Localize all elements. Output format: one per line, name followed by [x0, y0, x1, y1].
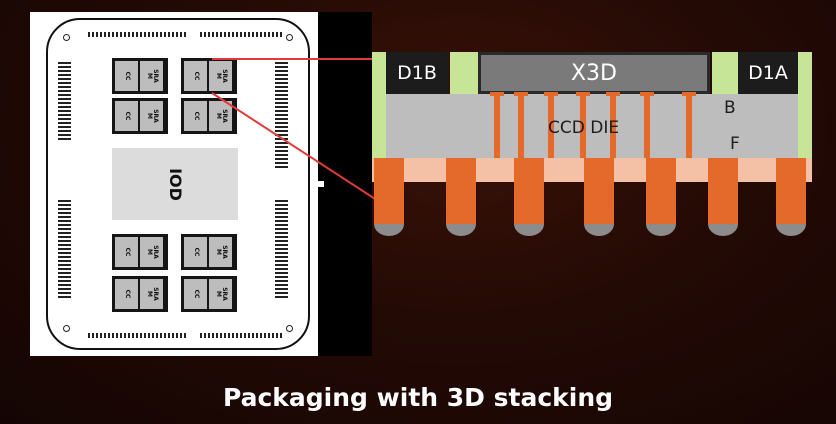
tsv-pillar: [686, 94, 692, 158]
solder-ball: [776, 224, 806, 236]
sram-label: SRA M: [214, 287, 228, 301]
cc-label: CC: [192, 111, 200, 121]
core-block: CC: [184, 279, 207, 309]
spacer-d1b: [450, 52, 478, 94]
tsv-pillar: [580, 94, 586, 158]
die-d1b: D1B: [386, 52, 448, 94]
iod-die: IOD: [112, 148, 238, 220]
bump-pillar: [776, 158, 806, 224]
ccd-chiplet: CC SRA M: [112, 234, 168, 270]
package-outline: [46, 18, 310, 350]
cross-section: D1B X3D D1A CCD DIE B F: [372, 48, 812, 268]
bump-pillar: [446, 158, 476, 224]
x3d-label: X3D: [570, 60, 617, 86]
sram-block: SRA M: [140, 237, 163, 267]
sram-block: SRA M: [140, 61, 163, 91]
cc-label: CC: [192, 247, 200, 257]
cc-label: CC: [123, 247, 131, 257]
sram-label: SRA M: [145, 287, 159, 301]
ccd-die-layer: [386, 94, 798, 158]
corner-hole: [63, 325, 70, 332]
solder-ball: [514, 224, 544, 236]
cc-label: CC: [123, 111, 131, 121]
cc-label: CC: [192, 289, 200, 299]
cc-label: CC: [123, 71, 131, 81]
cc-label: CC: [192, 71, 200, 81]
die-x3d: X3D: [478, 52, 710, 94]
bump-pillar: [374, 158, 404, 224]
callout-line-top: [212, 58, 372, 60]
d1b-label: D1B: [397, 62, 437, 84]
ccd-chiplet: CC SRA M: [181, 276, 237, 312]
edge-marker: [318, 181, 324, 187]
tsv-pillar: [518, 94, 524, 158]
sram-block: SRA M: [140, 101, 163, 131]
bump-pillar: [514, 158, 544, 224]
bump-pillar: [584, 158, 614, 224]
package-side-bar: [318, 12, 372, 356]
solder-ball: [374, 224, 404, 236]
tsv-pillar: [610, 94, 616, 158]
bump-row: [200, 32, 284, 37]
slide-caption: Packaging with 3D stacking: [222, 383, 614, 412]
core-block: CC: [115, 279, 138, 309]
core-block: CC: [184, 101, 207, 131]
tsv-pillar: [644, 94, 650, 158]
sram-block: SRA M: [209, 101, 232, 131]
spacer-right: [798, 52, 812, 158]
b-label: B: [724, 98, 736, 118]
f-label: F: [730, 134, 740, 154]
core-block: CC: [184, 61, 207, 91]
bump-pillar: [646, 158, 676, 224]
core-block: CC: [115, 237, 138, 267]
bump-column: [275, 200, 288, 300]
die-d1a: D1A: [738, 52, 798, 94]
corner-hole: [286, 325, 293, 332]
cc-label: CC: [123, 289, 131, 299]
ccd-chiplet: CC SRA M: [112, 58, 168, 94]
tsv-pillar: [494, 94, 500, 158]
bump-row: [200, 333, 284, 338]
solder-ball: [708, 224, 738, 236]
core-block: CC: [184, 237, 207, 267]
ccd-chiplet: CC SRA M: [181, 58, 237, 94]
sram-label: SRA M: [145, 109, 159, 123]
sram-label: SRA M: [145, 69, 159, 83]
core-block: CC: [115, 61, 138, 91]
corner-hole: [286, 34, 293, 41]
solder-ball: [584, 224, 614, 236]
corner-hole: [63, 34, 70, 41]
ccd-chiplet: CC SRA M: [112, 276, 168, 312]
bump-pillar: [708, 158, 738, 224]
bump-row: [88, 32, 188, 37]
sram-block: SRA M: [209, 237, 232, 267]
sram-label: SRA M: [214, 109, 228, 123]
core-block: CC: [115, 101, 138, 131]
sram-label: SRA M: [145, 245, 159, 259]
sram-label: SRA M: [214, 69, 228, 83]
sram-block: SRA M: [209, 61, 232, 91]
ccd-chiplet: CC SRA M: [181, 234, 237, 270]
iod-label-wrap: IOD: [112, 148, 238, 220]
solder-ball: [646, 224, 676, 236]
ccd-chiplet: CC SRA M: [112, 98, 168, 134]
bump-column: [275, 62, 288, 170]
sram-block: SRA M: [140, 279, 163, 309]
tsv-pillar: [548, 94, 554, 158]
bump-row: [88, 333, 188, 338]
sram-block: SRA M: [209, 279, 232, 309]
d1a-label: D1A: [748, 62, 788, 84]
spacer-left: [372, 52, 386, 158]
iod-label: IOD: [165, 167, 185, 201]
spacer-d1a: [712, 52, 738, 94]
bump-column: [58, 200, 71, 300]
sram-label: SRA M: [214, 245, 228, 259]
solder-ball: [446, 224, 476, 236]
bump-column: [58, 62, 71, 140]
ccd-die-label: CCD DIE: [548, 118, 620, 138]
